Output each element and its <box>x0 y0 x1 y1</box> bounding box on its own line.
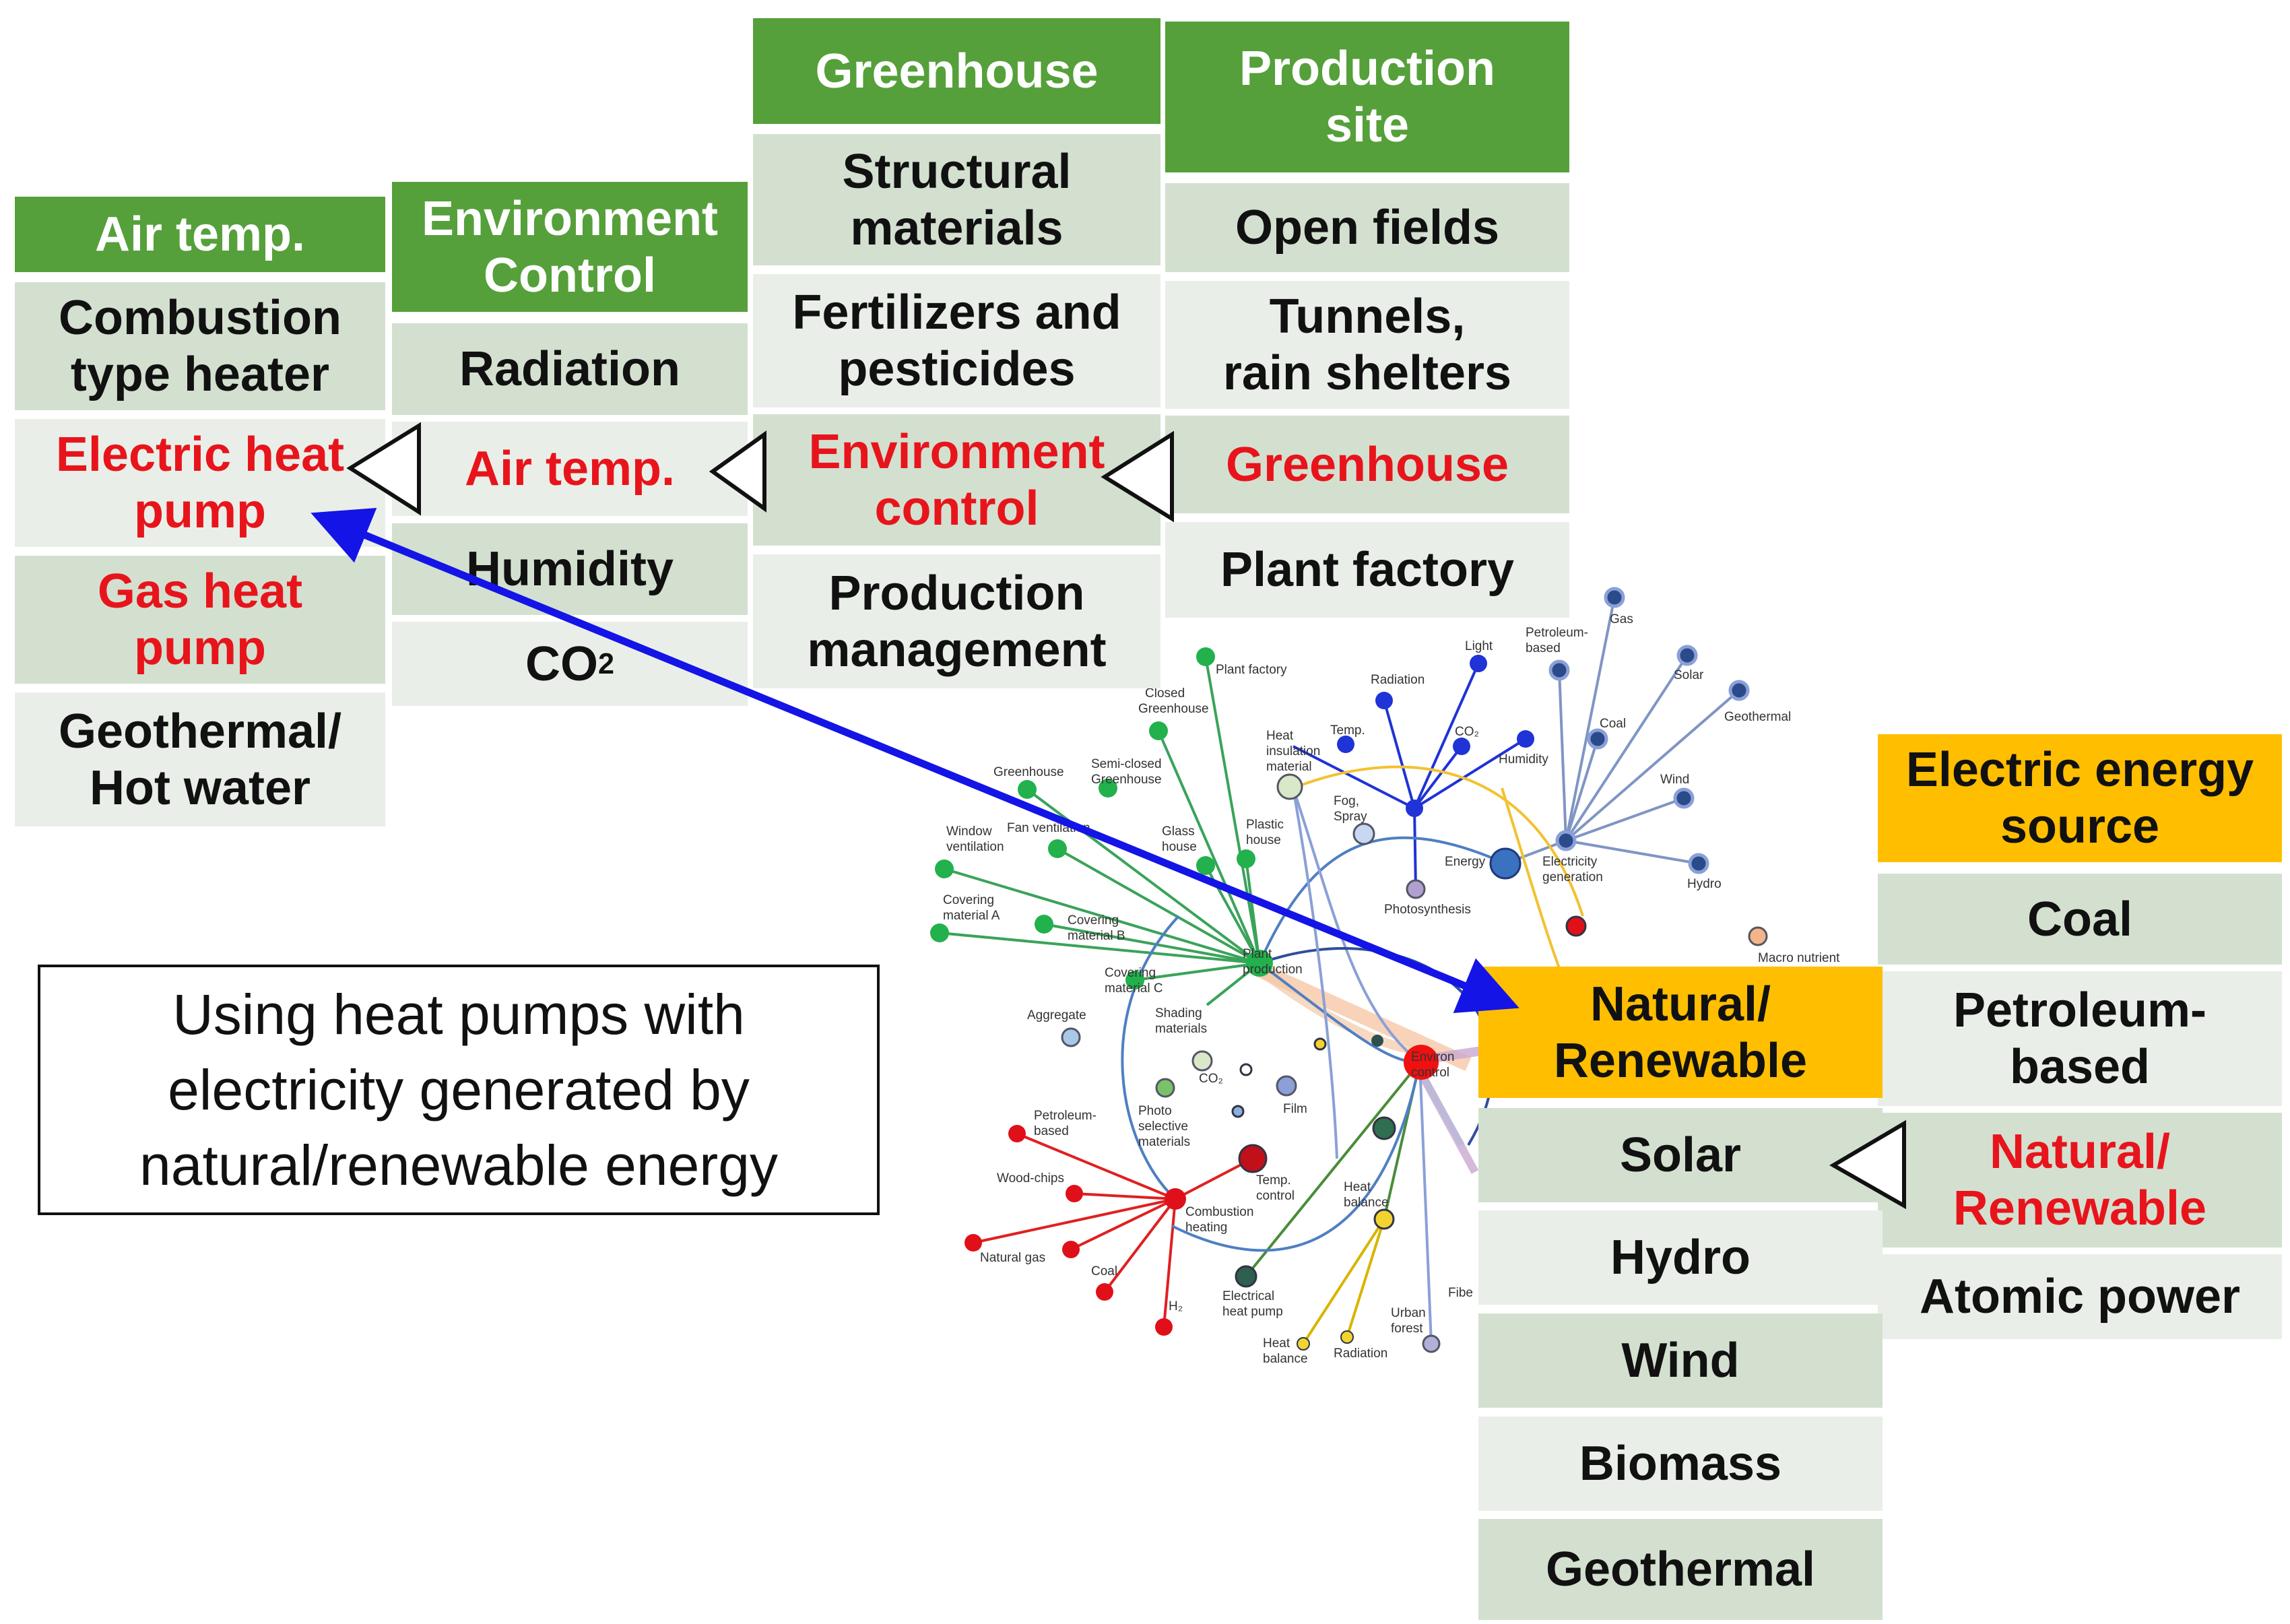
air-temp-column: Air temp. Combustion type heater Electri… <box>15 197 385 826</box>
svg-text:Solar: Solar <box>1674 668 1704 682</box>
node-environment-control <box>1404 1045 1439 1080</box>
svg-text:Electricity: Electricity <box>1542 855 1598 869</box>
double-arrow <box>310 507 1519 1014</box>
svg-text:forest: forest <box>1391 1322 1423 1336</box>
node-film <box>1276 1075 1297 1097</box>
node-coal <box>1096 1283 1113 1301</box>
node-aggregate <box>1061 1027 1081 1047</box>
svg-text:balance: balance <box>1263 1352 1308 1366</box>
open-fields-cell: Open fields <box>1165 183 1569 272</box>
svg-text:H₂: H₂ <box>1169 1299 1183 1313</box>
svg-text:Environ: Environ <box>1411 1050 1454 1064</box>
svg-text:Natural gas: Natural gas <box>980 1251 1045 1265</box>
natural-renewable-source-cell: Natural/ Renewable <box>1878 1113 2282 1247</box>
combustion-type-heater-cell: Combustion type heater <box>15 282 385 410</box>
node-electrical-heat-pump <box>1235 1265 1257 1288</box>
node-gas <box>1604 587 1625 608</box>
air-temp-header: Air temp. <box>15 197 385 272</box>
air-temp-cell: Air temp. <box>392 422 748 516</box>
svg-text:Geothermal: Geothermal <box>1724 710 1791 724</box>
svg-text:CO₂: CO₂ <box>1199 1072 1223 1086</box>
node-electricity-generation <box>1555 830 1577 851</box>
node-combustion-heating <box>1165 1188 1186 1210</box>
svg-text:balance: balance <box>1344 1196 1389 1210</box>
svg-text:materials: materials <box>1138 1135 1190 1149</box>
svg-text:Macro nutrient: Macro nutrient <box>1758 951 1840 965</box>
natural-renewable-header: Natural/ Renewable <box>1478 967 1883 1098</box>
svg-text:Electrical: Electrical <box>1222 1289 1274 1303</box>
biomass-cell: Biomass <box>1478 1417 1883 1511</box>
svg-text:based: based <box>1526 641 1561 655</box>
svg-text:Film: Film <box>1283 1102 1307 1116</box>
radiation-cell: Radiation <box>392 323 748 415</box>
triangle-pointer-1 <box>346 422 421 516</box>
svg-text:Urban: Urban <box>1391 1306 1426 1320</box>
coal-cell: Coal <box>1878 874 2282 965</box>
node-co2 <box>1191 1050 1213 1072</box>
svg-text:Fibe: Fibe <box>1448 1286 1473 1300</box>
svg-text:Combustion: Combustion <box>1185 1205 1253 1219</box>
environment-control-header: Environment Control <box>392 182 748 312</box>
node-photo-selective <box>1155 1078 1175 1098</box>
svg-text:Photo: Photo <box>1138 1104 1172 1118</box>
svg-text:materials: materials <box>1155 1022 1207 1036</box>
svg-text:Heat: Heat <box>1344 1180 1371 1194</box>
wind-cell: Wind <box>1478 1313 1883 1408</box>
svg-text:control: control <box>1256 1189 1295 1203</box>
svg-text:Petroleum-: Petroleum- <box>1526 626 1588 640</box>
callout-box: Using heat pumps with electricity genera… <box>38 965 880 1215</box>
svg-text:Coal: Coal <box>1091 1264 1117 1278</box>
svg-text:Wood-chips: Wood-chips <box>997 1171 1064 1185</box>
node-h2 <box>1155 1318 1173 1336</box>
greenhouse-cell: Greenhouse <box>1165 416 1569 513</box>
svg-text:heat pump: heat pump <box>1222 1305 1283 1319</box>
svg-text:Radiation: Radiation <box>1334 1346 1387 1361</box>
node-wind <box>1673 787 1695 809</box>
svg-text:Petroleum-: Petroleum- <box>1034 1109 1097 1123</box>
petroleum-based-cell: Petroleum- based <box>1878 971 2282 1106</box>
solar-cell: Solar <box>1478 1108 1883 1202</box>
fertilizers-pesticides-cell: Fertilizers and pesticides <box>753 274 1160 408</box>
svg-text:Wind: Wind <box>1660 773 1689 787</box>
svg-text:Heat: Heat <box>1263 1336 1290 1351</box>
svg-text:generation: generation <box>1542 870 1603 884</box>
greenhouse-header: Greenhouse <box>753 18 1160 124</box>
triangle-pointer-2 <box>709 430 766 513</box>
node-solar <box>1676 645 1698 666</box>
natural-renewable-column: Natural/ Renewable Solar Hydro Wind Biom… <box>1478 967 1883 1620</box>
structural-materials-cell: Structural materials <box>753 134 1160 265</box>
svg-text:Hydro: Hydro <box>1687 877 1722 891</box>
svg-text:Coal: Coal <box>1600 717 1626 731</box>
geothermal-cell: Geothermal <box>1478 1519 1883 1620</box>
triangle-pointer-4 <box>1829 1119 1906 1210</box>
atomic-power-cell: Atomic power <box>1878 1254 2282 1339</box>
svg-text:based: based <box>1034 1124 1069 1138</box>
node-macro-nutrient <box>1748 926 1768 946</box>
node-coal-top <box>1587 728 1608 750</box>
tunnels-rain-shelters-cell: Tunnels, rain shelters <box>1165 281 1569 409</box>
svg-text:Temp.: Temp. <box>1256 1173 1291 1188</box>
svg-text:heating: heating <box>1185 1221 1227 1235</box>
node-hydro <box>1688 853 1709 874</box>
svg-text:Gas: Gas <box>1610 612 1633 626</box>
production-site-header: Production site <box>1165 22 1569 172</box>
hydro-cell: Hydro <box>1478 1210 1883 1305</box>
node-temp-control <box>1238 1144 1268 1173</box>
electric-energy-source-header: Electric energy source <box>1878 734 2282 862</box>
svg-text:selective: selective <box>1138 1119 1188 1134</box>
node-wood-chips <box>1066 1185 1083 1202</box>
node-petroleum-based <box>1008 1125 1026 1142</box>
triangle-pointer-3 <box>1101 430 1174 523</box>
node-natural-gas <box>964 1234 982 1252</box>
electric-energy-source-column: Electric energy source Coal Petroleum- b… <box>1878 734 2282 1339</box>
svg-text:control: control <box>1411 1066 1449 1080</box>
